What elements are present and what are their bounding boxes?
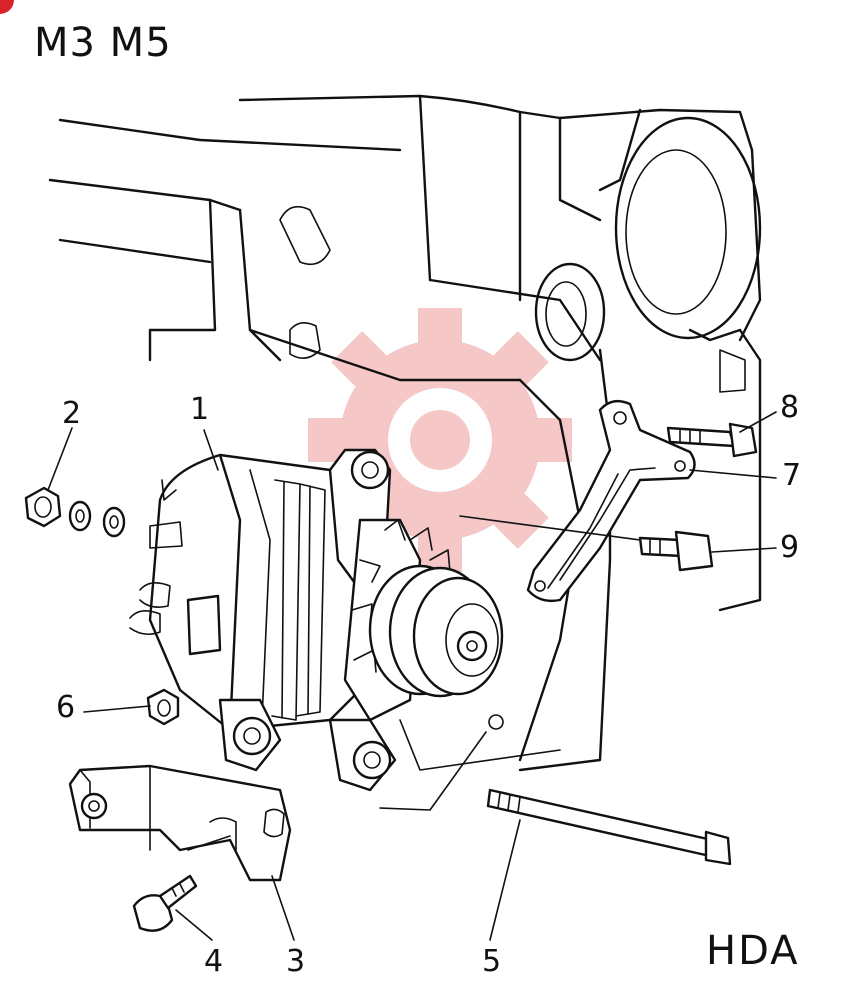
model-label: M3 M5 <box>34 20 172 66</box>
callout-7: 7 <box>782 458 802 493</box>
diagram-code: HDA <box>706 928 800 974</box>
part-4-bolt <box>132 874 198 932</box>
callout-2: 2 <box>62 396 82 431</box>
part-9-bolt <box>459 515 714 572</box>
callout-5: 5 <box>482 944 502 979</box>
callout-leaders <box>47 411 777 941</box>
part-3-lower-bracket <box>68 764 292 882</box>
part-8-bolt <box>666 422 758 458</box>
callout-9: 9 <box>780 530 800 565</box>
part-2-nut-and-washers <box>24 486 126 538</box>
callout-1: 1 <box>190 392 210 427</box>
part-5-long-bolt <box>486 788 732 866</box>
callout-4: 4 <box>204 944 224 979</box>
engine-block <box>48 94 762 772</box>
callout-6: 6 <box>56 690 76 725</box>
alternator <box>129 448 504 792</box>
callout-8: 8 <box>780 390 800 425</box>
part-6-nut <box>146 688 180 726</box>
part-7-adjusting-bracket <box>526 399 696 603</box>
callout-3: 3 <box>286 944 306 979</box>
